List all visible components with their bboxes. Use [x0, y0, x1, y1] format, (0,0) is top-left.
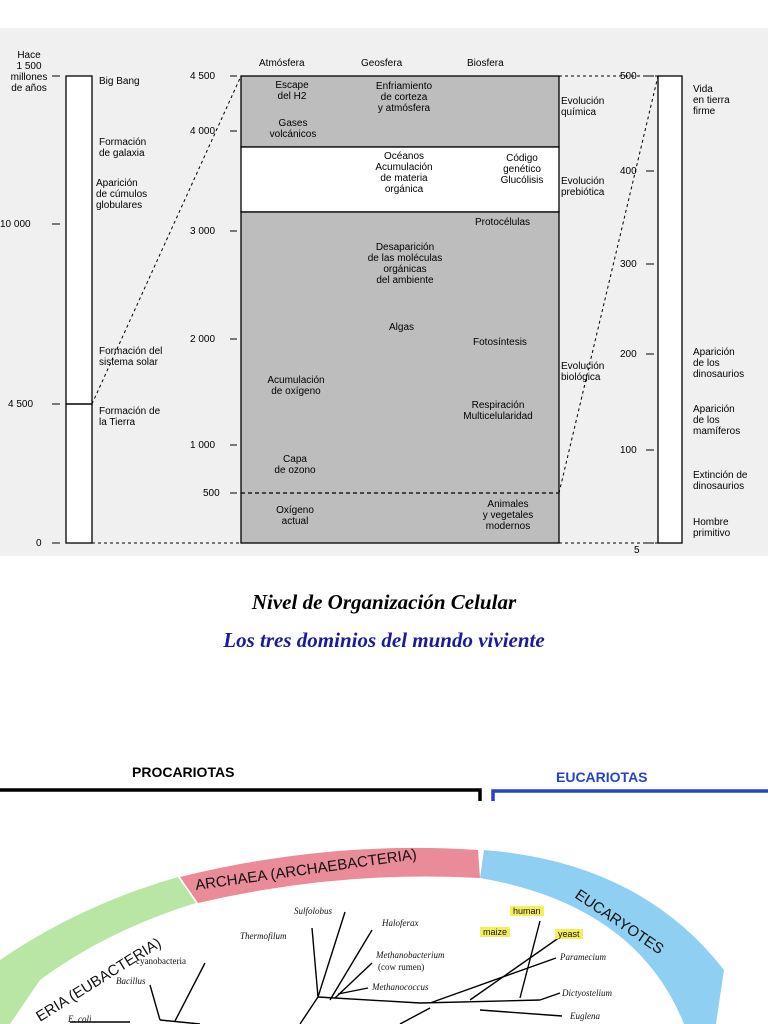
mid-tick-marks [230, 75, 237, 494]
column-biosfera: Biosfera [467, 58, 504, 69]
event-big-bang: Big Bang [99, 76, 140, 87]
band-label-archaea: ARCHAEA (ARCHAEBACTERIA) [194, 846, 418, 894]
org-ecoli: E. coli [68, 1014, 92, 1024]
label-fotosintesis: Fotosíntesis [473, 337, 527, 348]
left-tick-4500: 4 500 [8, 399, 34, 410]
org-haloferax: Haloferax [382, 918, 419, 928]
eucariotas-bracket [491, 789, 768, 801]
caption-title: Nivel de Organización Celular [251, 590, 517, 614]
column-geosfera: Geosfera [361, 58, 403, 69]
right-scale-bar [657, 75, 683, 544]
band-bacteria [0, 877, 196, 1024]
right-tick-200: 200 [620, 349, 637, 360]
label-protocelulas: Protocélulas [475, 217, 531, 228]
org-yeast: yeast [555, 929, 583, 939]
box-early-earth [240, 75, 560, 148]
procariotas-bracket [0, 788, 482, 801]
left-tick-0: 0 [36, 538, 42, 549]
org-sulfolobus: Sulfolobus [294, 906, 333, 916]
mid-tick-4500: 4 500 [190, 71, 216, 82]
org-dictyostelium: Dictyostelium [562, 988, 612, 998]
right-tick-400: 400 [620, 166, 637, 177]
org-cow-rumen: (cow rumen) [378, 962, 425, 972]
connector-left [91, 75, 242, 405]
org-cyanobacteria: cyanobacteria [136, 956, 186, 966]
mid-tick-3000: 3 000 [190, 226, 216, 237]
mid-tick-500: 500 [203, 488, 220, 499]
label-algas: Algas [389, 322, 415, 333]
left-tick-marks [52, 75, 60, 544]
org-human: human [510, 906, 544, 916]
org-bacillus: Bacillus [116, 976, 146, 986]
caption-subtitle: Los tres dominios del mundo viviente [223, 628, 545, 652]
org-paramecium: Paramecium [560, 952, 606, 962]
column-atmosfera: Atmósfera [259, 58, 305, 69]
right-tick-300: 300 [620, 259, 637, 270]
right-tick-100: 100 [620, 445, 637, 456]
timeline-graphics [52, 75, 683, 544]
mid-tick-2000: 2 000 [190, 334, 216, 345]
mid-tick-1000: 1 000 [190, 440, 216, 451]
box-biologic [240, 211, 560, 544]
left-scale-bar [65, 75, 93, 544]
right-tick-5: 5 [634, 545, 640, 556]
org-methanobacterium: Methanobacterium [376, 950, 445, 960]
right-tick-marks [646, 75, 654, 544]
mid-tick-4000: 4 000 [190, 126, 216, 137]
connector-right [558, 75, 659, 494]
right-tick-500: 500 [620, 71, 637, 82]
org-maize: maize [480, 927, 511, 937]
label-procariotas: PROCARIOTAS [132, 764, 235, 780]
org-thermofilum: Thermofilum [240, 931, 287, 941]
org-euglena: Euglena [570, 1011, 600, 1021]
org-methanococcus: Methanococcus [372, 982, 429, 992]
label-eucariotas: EUCARIOTAS [556, 769, 648, 785]
left-tick-10000: 10 000 [0, 219, 31, 230]
band-archaea [180, 847, 480, 903]
band-label-eucaryotes: EUCARYOTES [572, 886, 667, 958]
